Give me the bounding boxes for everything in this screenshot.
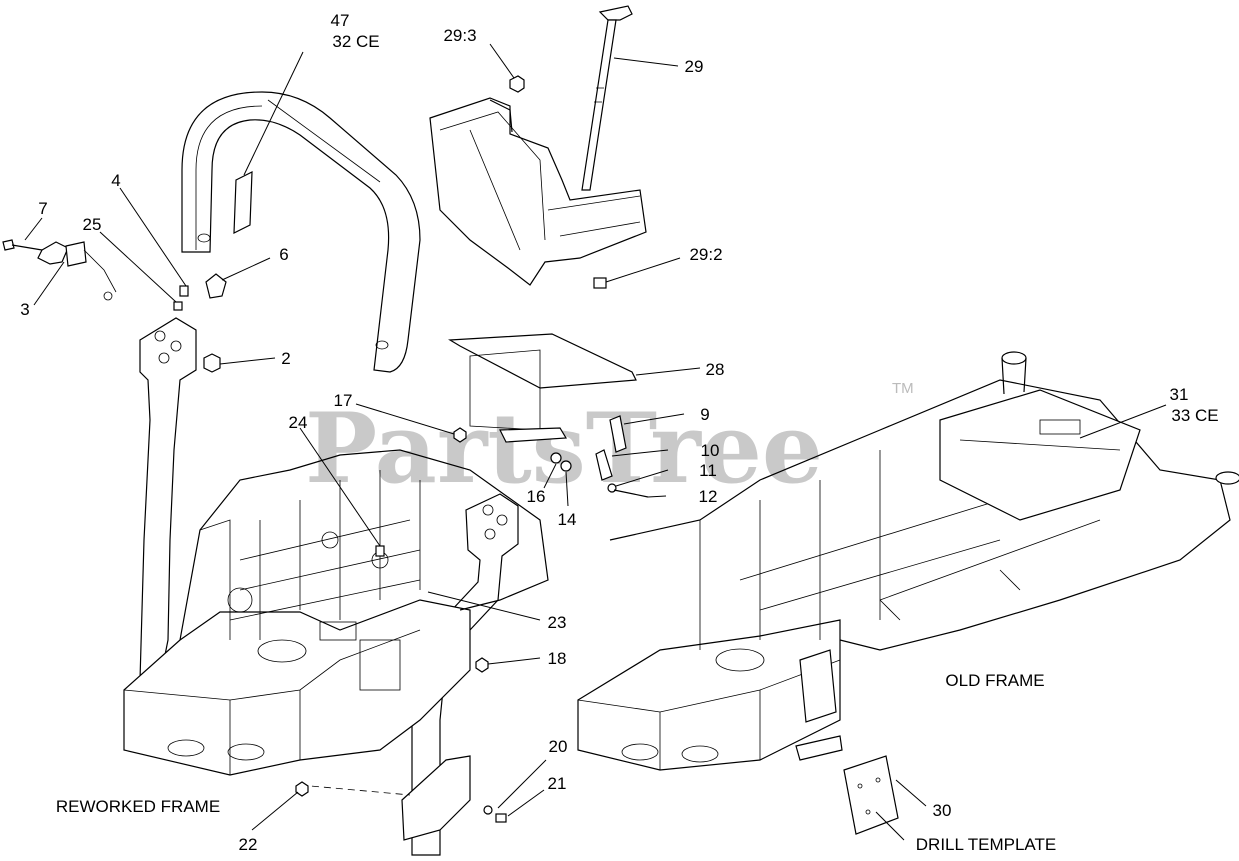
watermark-tm: TM: [892, 380, 914, 397]
callout-20: 20: [549, 737, 568, 756]
callout-29: 29: [685, 57, 704, 76]
label-reworked-frame: REWORKED FRAME: [56, 797, 220, 816]
callout-labels: 47 32 CE 29:3 29 7 4 25 6 3 29:2 2 28 17…: [20, 11, 1218, 854]
label-drill-template: DRILL TEMPLATE: [916, 835, 1056, 854]
seat-assembly: [429, 5, 647, 289]
section-labels: REWORKED FRAME OLD FRAME DRILL TEMPLATE: [56, 671, 1056, 854]
callout-12: 12: [699, 487, 718, 506]
callout-16: 16: [527, 487, 546, 506]
callout-29-2: 29:2: [689, 245, 722, 264]
small-hardware: [295, 545, 507, 823]
callout-3: 3: [20, 300, 29, 319]
callout-14: 14: [558, 510, 577, 529]
roll-bar-lower: [139, 317, 197, 681]
drill-template: [843, 755, 899, 835]
watermark: PartsTree TM: [305, 380, 914, 505]
callout-4: 4: [111, 171, 120, 190]
callout-11: 11: [699, 461, 717, 480]
reworked-frame: [123, 449, 549, 796]
callout-31: 31: [1170, 385, 1189, 404]
callout-47: 47: [331, 11, 350, 30]
watermark-text: PartsTree: [305, 392, 823, 505]
callout-9: 9: [700, 405, 709, 424]
callout-21: 21: [548, 774, 567, 793]
bracket-assembly: [448, 333, 649, 498]
callout-22: 22: [239, 835, 258, 854]
label-old-frame: OLD FRAME: [945, 671, 1044, 690]
callout-28: 28: [706, 360, 725, 379]
callout-30: 30: [933, 801, 952, 820]
latch-hardware: [2, 239, 227, 373]
callout-29-3: 29:3: [443, 26, 476, 45]
callout-25: 25: [83, 215, 102, 234]
callout-17: 17: [334, 391, 353, 410]
callout-24: 24: [289, 413, 308, 432]
callout-23: 23: [548, 613, 567, 632]
callout-10: 10: [701, 441, 720, 460]
callout-31-ce: 33 CE: [1171, 406, 1218, 425]
roll-bar-lower-right: [401, 493, 519, 856]
callout-6: 6: [279, 245, 288, 264]
callout-2: 2: [281, 349, 290, 368]
old-frame: [577, 351, 1239, 771]
roll-bar-upper: [181, 91, 421, 373]
callout-18: 18: [548, 649, 567, 668]
callout-7: 7: [38, 199, 47, 218]
leader-lines: [24, 43, 1167, 841]
callout-47-ce: 32 CE: [332, 32, 379, 51]
